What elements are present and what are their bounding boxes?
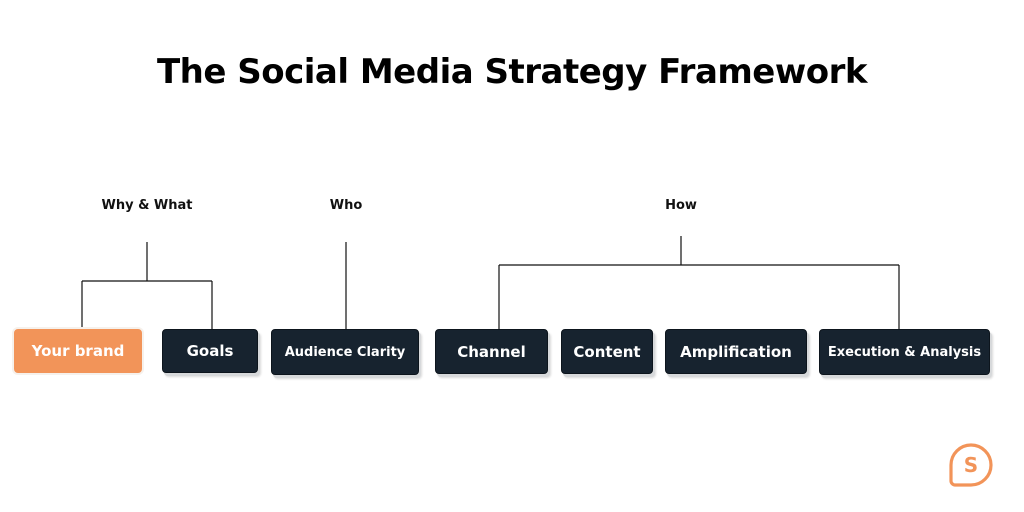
group-label-how: How — [665, 198, 697, 213]
box-your-brand: Your brand — [14, 329, 142, 373]
group-label-why-what: Why & What — [101, 198, 193, 213]
box-execution-analysis: Execution & Analysis — [819, 329, 990, 375]
speech-bubble-s-icon: S — [949, 443, 993, 487]
svg-text:S: S — [964, 453, 978, 477]
box-audience-clarity: Audience Clarity — [271, 329, 419, 375]
group-label-who: Who — [329, 198, 363, 213]
box-channel: Channel — [435, 329, 548, 374]
box-goals: Goals — [162, 329, 258, 373]
page-title: The Social Media Strategy Framework — [156, 52, 868, 92]
box-amplification: Amplification — [665, 329, 807, 374]
box-content: Content — [561, 329, 653, 374]
